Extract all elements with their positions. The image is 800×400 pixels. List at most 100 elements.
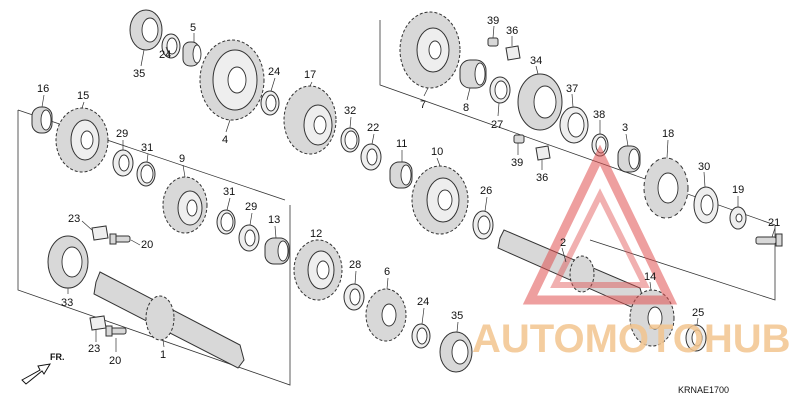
callout-13: 13	[268, 214, 280, 226]
callout-16: 16	[37, 83, 49, 95]
callout-7: 7	[420, 99, 426, 111]
bushing-16	[31, 106, 53, 134]
plate-36-upper	[505, 45, 521, 61]
callout-1: 1	[160, 349, 166, 361]
gear-17	[283, 85, 337, 155]
callout-3: 3	[622, 122, 628, 134]
bolt-39-upper	[487, 37, 499, 47]
bushing-11	[389, 161, 413, 189]
callout-31-upper: 31	[141, 142, 153, 154]
callout-18: 18	[662, 128, 674, 140]
washer-22	[360, 143, 382, 171]
mainshaft-1	[93, 271, 245, 369]
washer-25	[685, 324, 707, 352]
callout-35-upper: 35	[133, 68, 145, 80]
callout-20-upper: 20	[141, 239, 153, 251]
callout-24-mid: 24	[268, 66, 280, 78]
sprocket-18	[643, 157, 689, 219]
callout-26: 26	[480, 185, 492, 197]
callout-15: 15	[77, 90, 89, 102]
callout-14: 14	[644, 271, 656, 283]
countershaft-2	[497, 229, 645, 311]
front-label: FR.	[50, 352, 65, 362]
washer-24-lower	[411, 323, 431, 349]
callout-34: 34	[530, 55, 542, 67]
collar-3	[617, 145, 641, 173]
callout-35-lower: 35	[451, 310, 463, 322]
callout-28: 28	[349, 259, 361, 271]
bolt-20-upper	[109, 233, 131, 245]
callout-6: 6	[384, 266, 390, 278]
callout-38: 38	[593, 109, 605, 121]
callout-36-upper: 36	[506, 25, 518, 37]
callouts: 35 24 5 4 24 17 32 22 11 16 15 29 31 9 3…	[37, 15, 780, 367]
gear-6	[365, 288, 407, 342]
bolt-39-lower	[513, 134, 525, 144]
circlip-32	[340, 127, 360, 153]
bearing-33	[47, 235, 89, 289]
plate-23-upper	[91, 225, 109, 241]
callout-19: 19	[732, 184, 744, 196]
callout-39-lower: 39	[511, 157, 523, 169]
bearing-35-lower	[439, 331, 473, 373]
washer-26	[472, 210, 494, 240]
bearing-34	[517, 73, 563, 131]
callout-9: 9	[179, 153, 185, 165]
washer-29-upper	[112, 149, 134, 177]
seal-37	[559, 106, 589, 144]
plate-36-lower	[535, 145, 551, 161]
callout-33: 33	[61, 297, 73, 309]
callout-37: 37	[566, 83, 578, 95]
circlip-31-upper	[136, 161, 156, 187]
bolt-20-lower	[105, 325, 127, 337]
callout-21: 21	[768, 217, 780, 229]
callout-31-lower: 31	[223, 186, 235, 198]
bushing-13	[264, 237, 290, 265]
front-direction-arrow: FR.	[21, 352, 65, 385]
leader-lines	[41, 25, 776, 352]
callout-12: 12	[310, 228, 322, 240]
callout-36-lower: 36	[536, 172, 548, 184]
plate-30	[693, 186, 719, 224]
callout-4: 4	[222, 134, 228, 146]
washer-19	[729, 206, 747, 230]
callout-32: 32	[344, 105, 356, 117]
callout-27: 27	[491, 119, 503, 131]
washer-24-mid	[260, 90, 280, 116]
callout-29-lower: 29	[245, 201, 257, 213]
callout-23-lower: 23	[88, 343, 100, 355]
callout-22: 22	[367, 122, 379, 134]
callout-24-upper: 24	[159, 49, 171, 61]
gear-10	[411, 165, 469, 235]
callout-23-upper: 23	[68, 213, 80, 225]
circlip-31-lower	[216, 209, 236, 235]
washer-27	[489, 76, 511, 104]
callout-17: 17	[304, 69, 316, 81]
gear-4	[199, 39, 265, 121]
gear-7	[399, 11, 461, 89]
callout-5: 5	[190, 22, 196, 34]
gear-12	[293, 239, 343, 301]
callout-2: 2	[560, 237, 566, 249]
bushing-5	[182, 41, 202, 67]
callout-30: 30	[698, 161, 710, 173]
callout-11: 11	[396, 138, 407, 150]
callout-8: 8	[463, 102, 469, 114]
watermark: AUTOMOTOHUB	[472, 144, 791, 361]
bolt-21	[755, 233, 783, 247]
bushing-8	[459, 59, 487, 89]
gear-15	[55, 107, 109, 173]
plate-23-lower	[89, 315, 107, 331]
bearing-35-upper	[129, 9, 163, 51]
callout-39-upper: 39	[487, 15, 499, 27]
washer-24-upper	[161, 33, 181, 59]
washer-28	[343, 283, 365, 311]
watermark-text: AUTOMOTOHUB	[472, 317, 791, 361]
washer-29-lower	[238, 224, 260, 252]
gear-9	[162, 176, 208, 234]
callout-25: 25	[692, 307, 704, 319]
callout-20-lower: 20	[109, 355, 121, 367]
callout-10: 10	[431, 146, 443, 158]
